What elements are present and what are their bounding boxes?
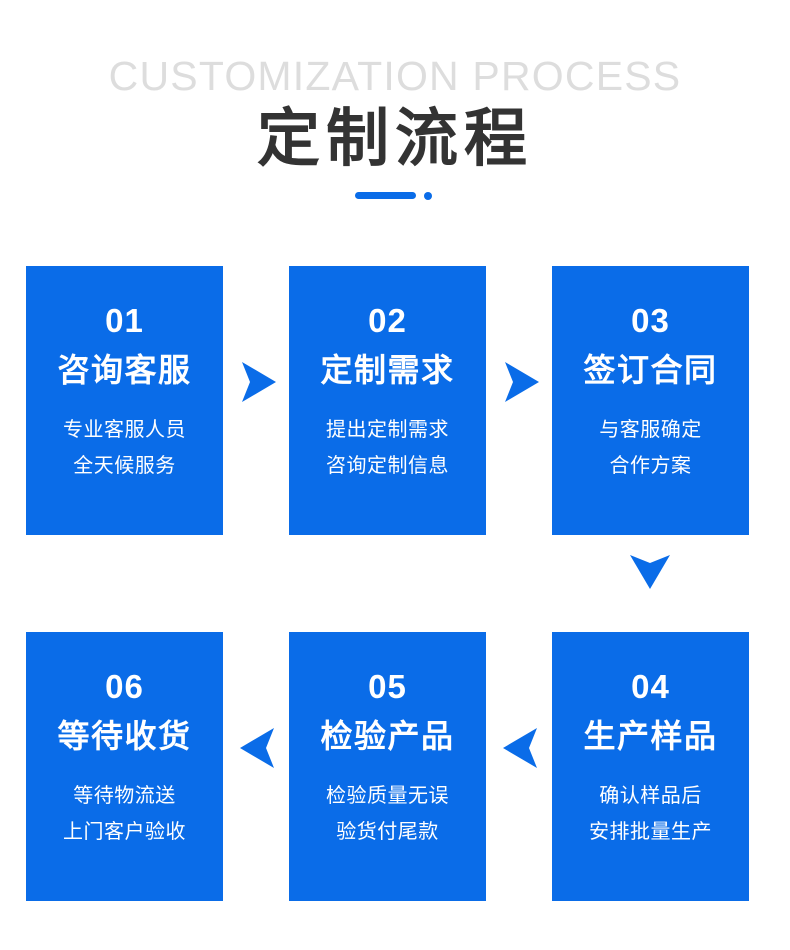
process-step-card-02[interactable]: 02 定制需求 提出定制需求 咨询定制信息 [289,266,486,535]
step-title: 等待收货 [57,718,192,754]
step-number: 01 [105,302,144,339]
step-description-line-1: 检验质量无误 [326,785,449,807]
step-number: 03 [631,302,670,339]
page-title: 定制流程 [257,104,533,174]
step-number: 04 [631,668,670,705]
title-underline-dot [424,192,432,200]
step-description: 等待物流送 上门客户验收 [26,778,223,850]
step-description: 专业客服人员 全天候服务 [26,412,223,484]
process-step-card-06[interactable]: 06 等待收货 等待物流送 上门客户验收 [26,632,223,901]
step-description-line-2: 全天候服务 [73,455,176,477]
step-description-line-2: 上门客户验收 [63,821,186,843]
step-description: 确认样品后 安排批量生产 [552,778,749,850]
step-description-line-2: 咨询定制信息 [326,455,449,477]
arrow-right-icon [499,360,543,404]
step-title: 生产样品 [583,718,718,754]
step-description-line-1: 确认样品后 [599,785,702,807]
page-header: CUSTOMIZATION PROCESS 定制流程 [0,0,790,232]
step-description: 检验质量无误 验货付尾款 [289,778,486,850]
step-description-line-1: 与客服确定 [599,419,702,441]
step-number: 02 [368,302,407,339]
arrow-left-icon [236,726,280,770]
step-description-line-2: 合作方案 [609,455,692,477]
process-step-card-03[interactable]: 03 签订合同 与客服确定 合作方案 [552,266,749,535]
step-description-line-1: 专业客服人员 [63,419,186,441]
step-title: 检验产品 [320,718,455,754]
process-step-card-05[interactable]: 05 检验产品 检验质量无误 验货付尾款 [289,632,486,901]
step-description-line-1: 等待物流送 [73,785,176,807]
step-description-line-2: 验货付尾款 [336,821,439,843]
step-description: 提出定制需求 咨询定制信息 [289,412,486,484]
arrow-left-icon [499,726,543,770]
title-underline-bar [355,192,416,199]
step-description-line-1: 提出定制需求 [326,419,449,441]
header-english-title: CUSTOMIZATION PROCESS [108,53,682,99]
step-description: 与客服确定 合作方案 [552,412,749,484]
step-title: 咨询客服 [57,352,192,388]
step-number: 06 [105,668,144,705]
arrow-right-icon [236,360,280,404]
step-title: 定制需求 [320,352,455,388]
arrow-down-icon [628,549,672,593]
step-title: 签订合同 [583,352,718,388]
step-number: 05 [368,668,407,705]
process-step-card-01[interactable]: 01 咨询客服 专业客服人员 全天候服务 [26,266,223,535]
process-step-card-04[interactable]: 04 生产样品 确认样品后 安排批量生产 [552,632,749,901]
step-description-line-2: 安排批量生产 [589,821,712,843]
